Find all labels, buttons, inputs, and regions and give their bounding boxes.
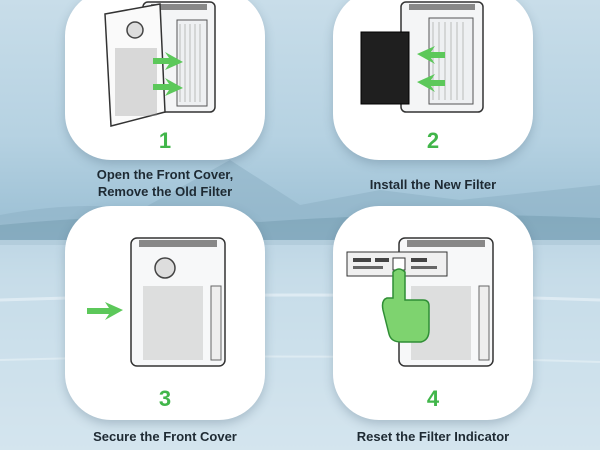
caption-line: Remove the Old Filter (97, 184, 233, 199)
arrow-icon (153, 78, 183, 96)
step-number: 3 (158, 386, 172, 411)
air-purifier-icon (346, 237, 494, 367)
caption-line: Install the New Filter (369, 177, 497, 192)
step-1-caption: Open the Front Cover, Remove the Old Fil… (35, 166, 295, 200)
step-1-card: 1 (65, 0, 265, 160)
filter-icon (360, 31, 410, 105)
caption-line: Reset the Filter Indicator (356, 429, 510, 444)
step-3-card: 3 (65, 206, 265, 420)
arrow-icon (417, 46, 445, 64)
air-purifier-icon (360, 1, 484, 113)
air-purifier-icon (87, 237, 226, 367)
caption-line: Secure the Front Cover (93, 429, 237, 444)
pointing-hand-icon (381, 268, 430, 343)
step-4-card: 4 (333, 206, 533, 420)
arrow-icon (153, 52, 183, 70)
arrow-icon (87, 302, 123, 320)
step-2-caption: Install the New Filter (303, 176, 563, 193)
step-number: 2 (426, 128, 440, 153)
step-2-card: 2 (333, 0, 533, 160)
step-number: 4 (426, 386, 440, 411)
step-3-caption: Secure the Front Cover (35, 428, 295, 445)
step-4-caption: Reset the Filter Indicator (303, 428, 563, 445)
step-number: 1 (158, 128, 172, 153)
arrow-icon (417, 74, 445, 92)
control-panel-icon (346, 251, 448, 277)
air-purifier-icon (104, 1, 216, 127)
caption-line: Open the Front Cover, (96, 167, 234, 182)
